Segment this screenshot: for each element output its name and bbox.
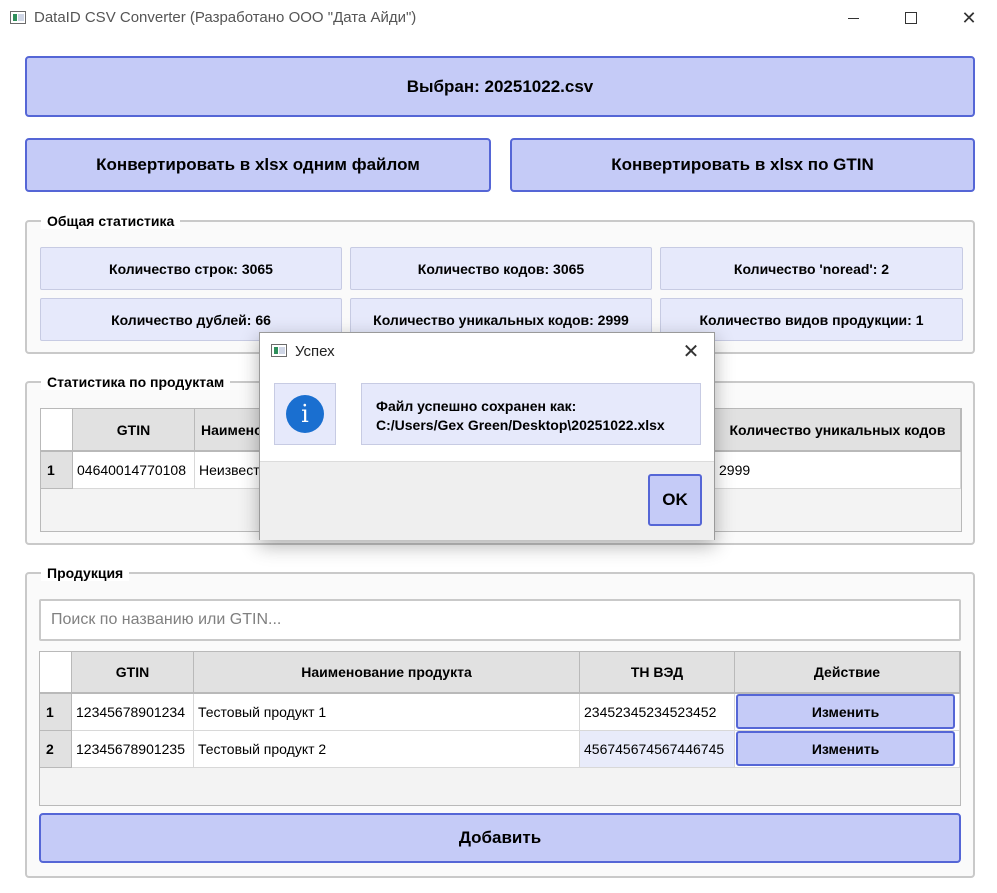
stat-noread: Количество 'noread': 2	[660, 247, 963, 290]
dialog-title-bar: Успех ✕	[260, 333, 714, 369]
cell-gtin[interactable]: 12345678901234	[72, 694, 194, 731]
general-stats-title: Общая статистика	[41, 213, 181, 229]
ok-button[interactable]: OK	[648, 474, 702, 526]
maximize-icon	[905, 12, 917, 24]
column-header-tnved[interactable]: ТН ВЭД	[580, 652, 735, 694]
add-product-button[interactable]: Добавить	[39, 813, 961, 863]
app-icon	[271, 344, 287, 357]
info-icon-box: i	[274, 383, 336, 445]
row-header[interactable]: 1	[40, 694, 72, 731]
stat-product-kinds: Количество видов продукции: 1	[660, 298, 963, 341]
stat-codes: Количество кодов: 3065	[350, 247, 652, 290]
app-icon	[10, 11, 26, 24]
convert-by-gtin-button[interactable]: Конвертировать в xlsx по GTIN	[510, 138, 975, 192]
product-stats-title: Статистика по продуктам	[41, 374, 231, 390]
product-search-input[interactable]	[39, 599, 961, 641]
cell-gtin[interactable]: 04640014770108	[73, 452, 195, 489]
maximize-button[interactable]	[886, 0, 936, 36]
cell-product-name[interactable]: Тестовый продукт 2	[194, 731, 580, 768]
column-header-action[interactable]: Действие	[735, 652, 960, 694]
column-header-gtin[interactable]: GTIN	[73, 409, 195, 452]
row-header[interactable]: 2	[40, 731, 72, 768]
success-dialog: Успех ✕ i Файл успешно сохранен как: C:/…	[259, 332, 715, 540]
cell-product-name[interactable]: Тестовый продукт 1	[194, 694, 580, 731]
close-icon: ✕	[682, 340, 700, 363]
dialog-title: Успех	[295, 343, 335, 360]
minimize-icon	[847, 17, 859, 19]
minimize-button[interactable]	[828, 0, 878, 36]
grid-corner	[41, 409, 73, 452]
info-icon: i	[286, 395, 324, 433]
cell-tnved[interactable]: 456745674567446745	[580, 731, 735, 768]
column-header-product-name[interactable]: Наименование продукта	[194, 652, 580, 694]
cell-gtin[interactable]: 12345678901235	[72, 731, 194, 768]
cell-unique-codes[interactable]: 2999	[715, 452, 961, 489]
close-icon: ✕	[961, 7, 977, 28]
dialog-message-line2: C:/Users/Gex Green/Desktop\20251022.xlsx	[376, 417, 665, 433]
cell-tnved[interactable]: 23452345234523452	[580, 694, 735, 731]
close-button[interactable]: ✕	[944, 0, 994, 36]
title-bar: DataID CSV Converter (Разработано ООО "Д…	[0, 0, 997, 36]
dialog-footer	[260, 461, 714, 540]
dialog-close-button[interactable]: ✕	[676, 337, 706, 365]
dialog-message: Файл успешно сохранен как: C:/Users/Gex …	[361, 383, 701, 445]
edit-product-button[interactable]: Изменить	[736, 694, 955, 729]
select-file-button[interactable]: Выбран: 20251022.csv	[25, 56, 975, 117]
row-header[interactable]: 1	[41, 452, 73, 489]
window-title: DataID CSV Converter (Разработано ООО "Д…	[34, 9, 417, 26]
general-stats-group: Общая статистика Количество строк: 3065 …	[25, 213, 975, 354]
stat-rows: Количество строк: 3065	[40, 247, 342, 290]
column-header-unique-codes[interactable]: Количество уникальных кодов	[715, 409, 961, 452]
convert-single-file-button[interactable]: Конвертировать в xlsx одним файлом	[25, 138, 491, 192]
grid-corner	[40, 652, 72, 694]
dialog-message-line1: Файл успешно сохранен как:	[376, 398, 577, 414]
products-title: Продукция	[41, 565, 130, 581]
edit-product-button[interactable]: Изменить	[736, 731, 955, 766]
column-header-gtin[interactable]: GTIN	[72, 652, 194, 694]
